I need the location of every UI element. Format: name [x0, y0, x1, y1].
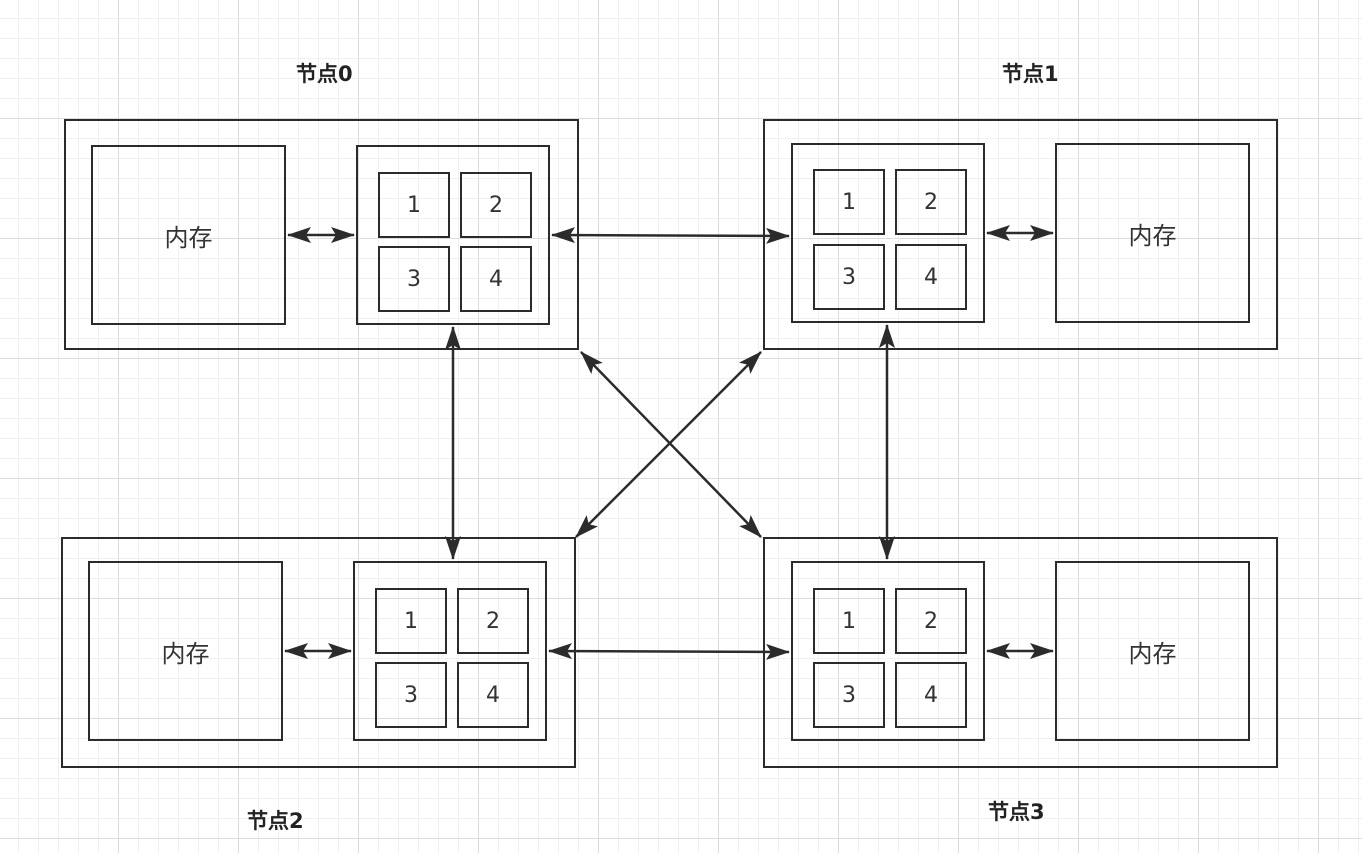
node-2-core-2: 2 — [457, 588, 529, 654]
link-node0-node1 — [551, 227, 790, 244]
node-3-core-1: 1 — [813, 588, 885, 654]
node-3-cpu-box: 1 2 3 4 — [791, 561, 985, 741]
node-2-title: 节点2 — [247, 809, 304, 833]
link-node2-node3 — [548, 643, 790, 660]
node-3-title: 节点3 — [988, 800, 1045, 824]
node-0-memory-box: 内存 — [91, 145, 286, 325]
node-0-title: 节点0 — [296, 62, 353, 86]
node-3-core-2: 2 — [895, 588, 967, 654]
node-0-core-1: 1 — [378, 172, 450, 238]
node-1-memory-box: 内存 — [1055, 143, 1250, 323]
node-0-memory-label: 内存 — [164, 223, 213, 252]
node-3-core-3: 3 — [813, 662, 885, 728]
node-2-core-3: 3 — [375, 662, 447, 728]
node-2-memory-label: 内存 — [161, 639, 210, 668]
node-1-core-4: 4 — [895, 244, 967, 310]
node-0-core-2: 2 — [460, 172, 532, 238]
node-1-title: 节点1 — [1002, 62, 1059, 86]
node-3-memory-box: 内存 — [1055, 561, 1250, 741]
node-2-core-4: 4 — [457, 662, 529, 728]
node-3-memory-label: 内存 — [1128, 639, 1177, 668]
node-0-cpu-box: 1 2 3 4 — [356, 145, 550, 325]
link-node1-node2 — [575, 351, 762, 538]
node-2-memory-box: 内存 — [88, 561, 283, 741]
node-0-core-4: 4 — [460, 246, 532, 312]
node-1-core-1: 1 — [813, 169, 885, 235]
node-3-core-4: 4 — [895, 662, 967, 728]
link-node0-node3 — [580, 351, 762, 538]
node-1-memory-label: 内存 — [1128, 221, 1177, 250]
node-1-core-3: 3 — [813, 244, 885, 310]
node-1-core-2: 2 — [895, 169, 967, 235]
node-1-cpu-box: 1 2 3 4 — [791, 143, 985, 323]
node-2-core-1: 1 — [375, 588, 447, 654]
node-0-core-3: 3 — [378, 246, 450, 312]
node-2-cpu-box: 1 2 3 4 — [353, 561, 547, 741]
